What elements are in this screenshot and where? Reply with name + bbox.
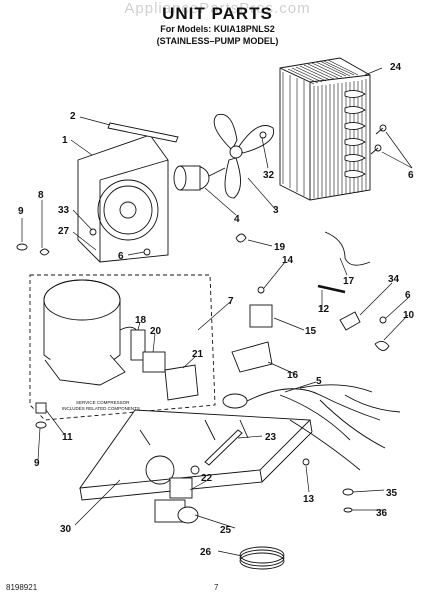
callout: 18 (135, 315, 147, 326)
clamp-10 (374, 341, 390, 351)
screw-14 (257, 286, 265, 294)
callout: 30 (60, 524, 72, 535)
callout: 13 (303, 494, 315, 505)
callout: 3 (273, 205, 279, 216)
models-line: For Models: KUIA18PNLS2 (160, 24, 275, 34)
callout: 19 (274, 242, 286, 253)
callout: 8 (38, 190, 44, 201)
callout: 27 (58, 226, 70, 237)
coil-screws (370, 124, 387, 155)
service-note-line1: SERVICE COMPRESSOR (76, 400, 130, 405)
callout: 33 (58, 205, 70, 216)
callout: 6 (118, 251, 124, 262)
leader-lines (21, 67, 413, 557)
wire-clip (235, 233, 247, 243)
thermistor (204, 429, 243, 466)
drain-hose (239, 546, 285, 570)
variant-line: (STAINLESS–PUMP MODEL) (156, 36, 279, 46)
fan-motor (173, 165, 226, 191)
screw-6 (379, 316, 387, 324)
callout: 4 (234, 214, 240, 225)
service-compressor-box (29, 274, 216, 421)
shroud-gasket (107, 122, 179, 143)
callout: 34 (388, 274, 400, 285)
wiring-harness (222, 384, 401, 471)
callout: 10 (403, 310, 415, 321)
callouts: 24 2 1 32 6 8 3 33 4 9 27 19 6 14 17 34 … (18, 62, 415, 558)
callout: 9 (34, 458, 40, 469)
callout: 22 (201, 473, 213, 484)
callout: 12 (318, 304, 330, 315)
callout: 17 (343, 276, 355, 287)
callout: 16 (287, 370, 299, 381)
document-code: 8198921 (6, 583, 38, 592)
grommet (16, 243, 28, 251)
page-number: 7 (214, 583, 219, 592)
drain-pump (154, 477, 199, 524)
callout: 20 (150, 326, 162, 337)
callout: 1 (62, 135, 68, 146)
diagram-title: UNIT PARTS (162, 4, 273, 23)
callout: 7 (228, 296, 234, 307)
callout: 2 (70, 111, 76, 122)
callout: 6 (408, 170, 414, 181)
wire-17 (324, 231, 371, 266)
condenser-coil (279, 57, 371, 201)
callout: 6 (405, 290, 411, 301)
fan-shroud (77, 134, 169, 263)
connector-34 (339, 311, 361, 331)
callout: 11 (62, 432, 73, 443)
callout: 9 (18, 206, 24, 217)
grommet-11 (35, 402, 47, 414)
screw-13 (302, 458, 310, 466)
callout: 24 (390, 62, 402, 73)
run-capacitor (164, 364, 199, 401)
callout: 26 (200, 547, 212, 558)
screw (259, 131, 267, 139)
callout: 35 (386, 488, 398, 499)
compressor (43, 279, 141, 386)
switch-15 (249, 304, 273, 328)
grommet-9 (35, 421, 47, 429)
base-pan (79, 409, 313, 501)
callout: 15 (305, 326, 317, 337)
washer-35 (342, 488, 354, 496)
service-note-line2: INCLUDES RELATED COMPONENTS (62, 406, 140, 411)
clip (39, 248, 50, 256)
callout: 25 (220, 525, 232, 536)
tube-12 (317, 284, 346, 294)
sensor-bracket (231, 341, 273, 373)
callout: 23 (265, 432, 277, 443)
start-relay (142, 351, 166, 373)
callout: 21 (192, 349, 204, 360)
callout: 5 (316, 376, 322, 387)
callout: 36 (376, 508, 388, 519)
washer-36 (343, 507, 353, 513)
callout: 32 (263, 170, 275, 181)
condenser-fan-blade (213, 113, 275, 199)
callout: 14 (282, 255, 294, 266)
screw (89, 228, 97, 236)
